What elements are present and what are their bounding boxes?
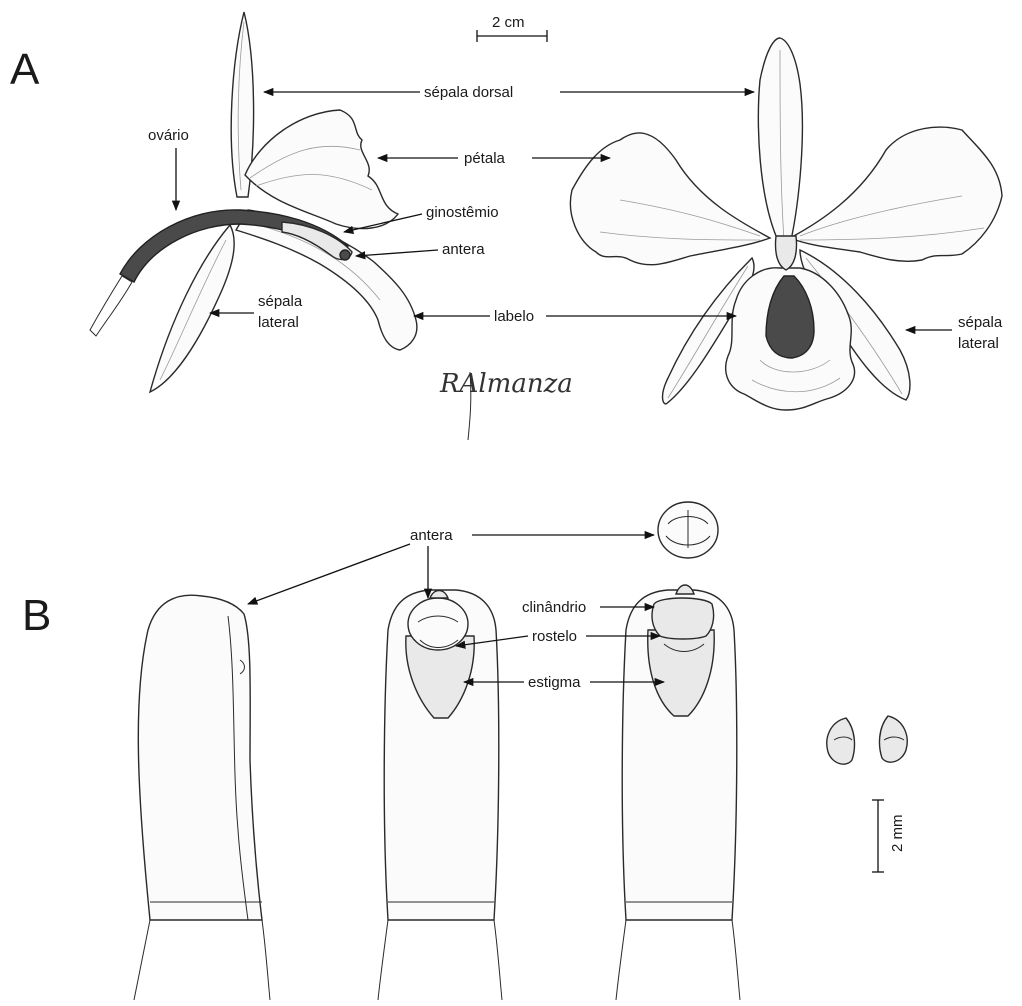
label-sepala-lateral-right-1: sépala xyxy=(958,314,1003,331)
svg-text:2 mm: 2 mm xyxy=(889,815,906,853)
label-labelo: labelo xyxy=(494,308,534,325)
label-sepala-lateral-left-2: lateral xyxy=(258,314,299,331)
panel-b-letter: B xyxy=(22,591,51,640)
label-estigma: estigma xyxy=(528,674,581,691)
label-sepala-lateral-right-2: lateral xyxy=(958,335,999,352)
detached-anther xyxy=(658,502,718,558)
pollinia xyxy=(827,716,907,764)
label-sepala-dorsal: sépala dorsal xyxy=(424,84,513,101)
label-ovario: ovário xyxy=(148,127,189,144)
label-petala: pétala xyxy=(464,150,506,167)
scale-bar-b: 2 mm xyxy=(872,800,906,872)
label-antera-b: antera xyxy=(410,527,453,544)
label-sepala-lateral-left-1: sépala xyxy=(258,293,303,310)
label-antera-a: antera xyxy=(442,241,485,258)
svg-text:2 cm: 2 cm xyxy=(492,14,525,31)
front-view-flower xyxy=(570,38,1002,410)
label-clinandrio: clinândrio xyxy=(522,599,586,616)
column-front-view-without-anther xyxy=(616,585,740,1000)
scale-bar-a: 2 cm xyxy=(477,14,547,42)
label-ginostemio: ginostêmio xyxy=(426,204,499,221)
panel-a-letter: A xyxy=(10,45,40,94)
artist-signature: RAlmanza xyxy=(439,369,573,399)
column-side-view xyxy=(134,595,270,1000)
side-view-flower xyxy=(90,12,417,392)
label-rostelo: rostelo xyxy=(532,628,577,645)
column-front-view-with-anther xyxy=(378,590,502,1000)
